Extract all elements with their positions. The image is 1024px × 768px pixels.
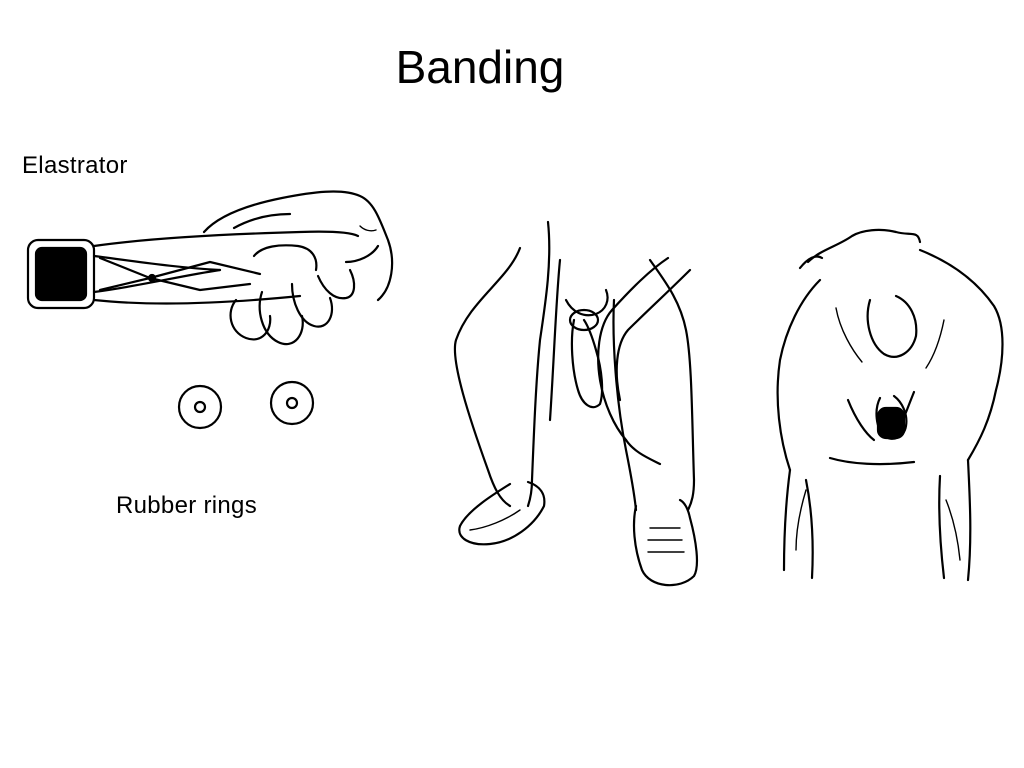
slide-title: Banding (395, 41, 565, 93)
rubber-rings-drawing (177, 380, 315, 430)
rubber-rings-label: Rubber rings (116, 492, 258, 519)
elastrator-label: Elastrator (22, 152, 128, 179)
elastrator-tool-drawing (26, 190, 394, 346)
person-applying-band-drawing (453, 220, 699, 587)
lamb-rear-view-drawing (776, 228, 1004, 582)
